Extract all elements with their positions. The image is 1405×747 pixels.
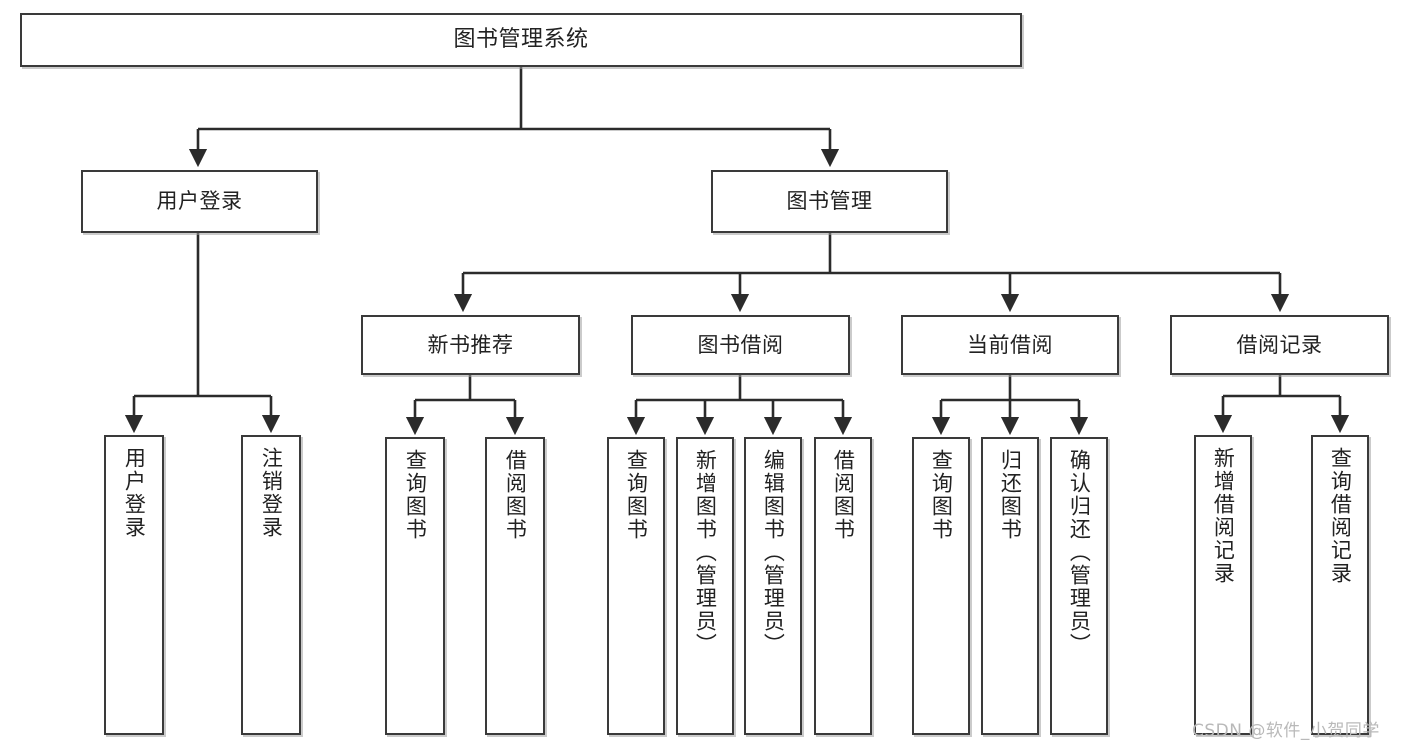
node-label: 用户登录 [122,447,147,539]
leaf-record-add-borrow-record[interactable]: 新增借阅记录 [1194,435,1252,735]
node-label: 借阅图书 [831,449,856,541]
leaf-borrow-borrow-book[interactable]: 借阅图书 [814,437,872,735]
node-book-borrow[interactable]: 图书借阅 [631,315,850,375]
node-label: 当前借阅 [967,332,1053,357]
node-root-book-management-system[interactable]: 图书管理系统 [20,13,1022,67]
node-label: 用户登录 [156,189,243,214]
node-label: 查询借阅记录 [1328,447,1353,585]
node-borrow-record[interactable]: 借阅记录 [1170,315,1389,375]
node-label: 新书推荐 [427,332,514,357]
node-label: 图书管理系统 [453,27,589,53]
node-label: 借阅记录 [1236,332,1323,357]
leaf-recommend-query-book[interactable]: 查询图书 [385,437,445,735]
node-current-borrow[interactable]: 当前借阅 [901,315,1119,375]
csdn-watermark: CSDN @软件_小贺同学 [1192,721,1380,741]
node-label: 查询图书 [929,449,954,541]
node-label: 借阅图书 [503,449,528,541]
node-book-management[interactable]: 图书管理 [711,170,948,233]
leaf-user-login-login[interactable]: 用户登录 [104,435,164,735]
node-label: 新增图书（管理员） [693,449,718,656]
node-label: 图书借阅 [697,332,784,357]
node-label: 归还图书 [998,449,1023,541]
node-label: 注销登录 [259,447,284,539]
leaf-borrow-add-book-admin[interactable]: 新增图书（管理员） [676,437,734,735]
leaf-current-query-book[interactable]: 查询图书 [912,437,970,735]
leaf-current-return-book[interactable]: 归还图书 [981,437,1039,735]
leaf-user-login-logout[interactable]: 注销登录 [241,435,301,735]
node-label: 新增借阅记录 [1211,447,1236,585]
node-user-login[interactable]: 用户登录 [81,170,318,233]
node-new-book-recommend[interactable]: 新书推荐 [361,315,580,375]
node-label: 查询图书 [403,449,428,541]
node-label: 图书管理 [786,189,873,214]
leaf-borrow-query-book[interactable]: 查询图书 [607,437,665,735]
node-label: 确认归还（管理员） [1067,449,1092,656]
leaf-recommend-borrow-book[interactable]: 借阅图书 [485,437,545,735]
leaf-borrow-edit-book-admin[interactable]: 编辑图书（管理员） [744,437,802,735]
node-label: 编辑图书（管理员） [761,449,786,656]
node-label: 查询图书 [624,449,649,541]
leaf-record-query-borrow-record[interactable]: 查询借阅记录 [1311,435,1369,735]
leaf-current-confirm-return-admin[interactable]: 确认归还（管理员） [1050,437,1108,735]
